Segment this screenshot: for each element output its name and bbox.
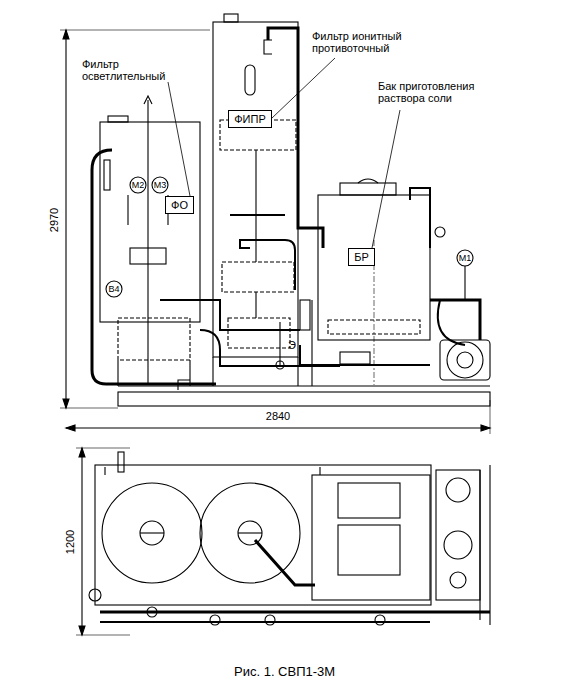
panel-box: ФО — [165, 196, 194, 214]
dimension-label: 2970 — [48, 206, 60, 234]
figure-caption: Рис. 1. СВП1-3М — [234, 664, 335, 679]
gauge-label: М3 — [154, 179, 167, 191]
dimension-label: 1200 — [64, 528, 76, 556]
callout-label: Бак приготовления раствора соли — [378, 80, 493, 104]
callout-label: Фильтр осветлительный — [82, 58, 172, 82]
dimension-label: 2840 — [264, 410, 292, 422]
panel-box: БР — [348, 248, 375, 266]
gauge-label: М1 — [459, 252, 472, 264]
unit-code: ФИПР — [231, 113, 269, 125]
gauge-label: В4 — [108, 283, 119, 295]
unit-code: БР — [351, 251, 372, 263]
gauge-label: М2 — [132, 179, 145, 191]
panel-box: ФИПР — [228, 110, 272, 128]
callout-label: Э — [288, 339, 296, 351]
unit-code: ФО — [168, 199, 191, 211]
callout-label: Фильтр ионитный противоточный — [312, 30, 437, 54]
